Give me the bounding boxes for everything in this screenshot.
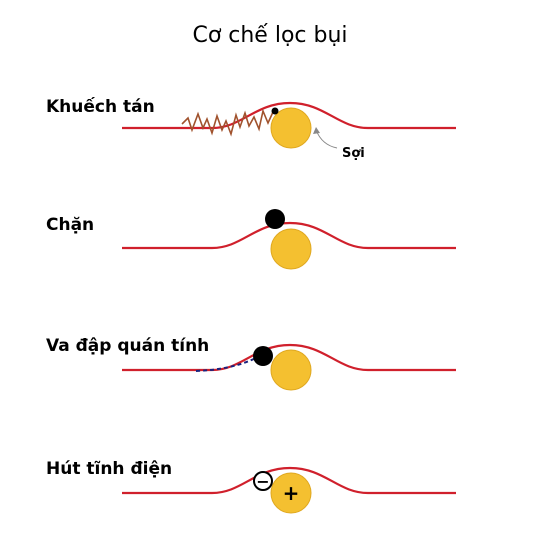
positive-charge-icon: + xyxy=(283,481,300,505)
label-inertial-impaction: Va đập quán tính xyxy=(46,336,209,356)
streamline-electrostatic xyxy=(122,466,456,495)
brownian-path xyxy=(181,108,274,137)
label-electrostatic: Hút tĩnh điện xyxy=(46,459,172,479)
label-interception: Chặn xyxy=(46,215,94,235)
streamline-diffusion xyxy=(122,101,456,130)
fiber xyxy=(270,472,312,514)
dust-particle xyxy=(271,107,279,115)
inertial-path xyxy=(195,356,259,372)
diagram-title: Cơ chế lọc bụi xyxy=(192,23,347,48)
fiber xyxy=(270,349,312,391)
arrowhead-icon xyxy=(313,127,320,134)
fiber xyxy=(270,107,312,149)
dust-particle xyxy=(265,209,285,229)
dust-particle xyxy=(253,346,273,366)
label-fiber: Sợi xyxy=(342,146,365,161)
label-diffusion: Khuếch tán xyxy=(46,96,155,117)
fiber xyxy=(270,228,312,270)
panel-diffusion: Khuếch tán Sợi xyxy=(46,96,456,161)
panel-interception: Chặn xyxy=(46,209,456,270)
panel-inertial-impaction: Va đập quán tính xyxy=(46,336,456,391)
streamline-interception xyxy=(122,221,456,250)
panel-electrostatic: Hút tĩnh điện + − xyxy=(46,459,456,514)
negative-charge-icon: − xyxy=(256,472,269,491)
streamline-inertial xyxy=(122,343,456,372)
charged-particle xyxy=(253,471,273,491)
